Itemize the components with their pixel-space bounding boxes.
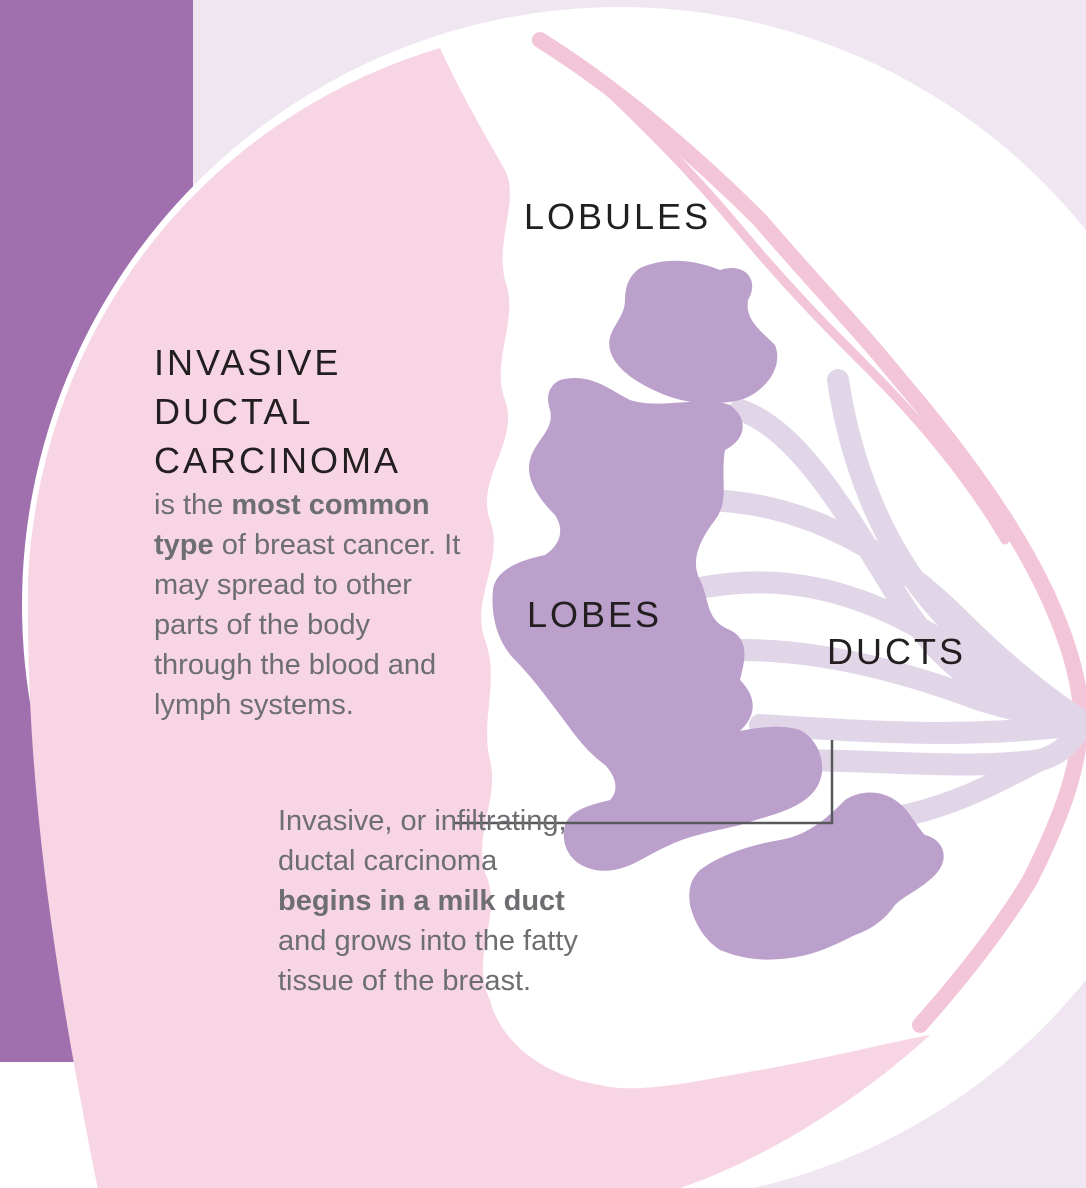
page-title: INVASIVE DUCTAL CARCINOMA <box>154 338 401 485</box>
description-text: is the <box>154 489 231 521</box>
label-ducts: DUCTS <box>827 634 966 670</box>
title-line: INVASIVE <box>154 338 401 387</box>
label-lobes: LOBES <box>527 597 662 633</box>
duct <box>760 725 1080 733</box>
callout-note: Invasive, or infiltrating, ductal carcin… <box>278 801 578 1001</box>
title-line: CARCINOMA <box>154 436 401 485</box>
note-text: Invasive, or infiltrating, ductal carcin… <box>278 805 567 877</box>
title-line: DUCTAL <box>154 387 401 436</box>
label-lobules: LOBULES <box>524 199 711 235</box>
description-paragraph: is the most common type of breast cancer… <box>154 485 474 725</box>
note-emphasis: begins in a milk duct <box>278 885 565 917</box>
note-text: and grows into the fatty tissue of the b… <box>278 925 578 997</box>
